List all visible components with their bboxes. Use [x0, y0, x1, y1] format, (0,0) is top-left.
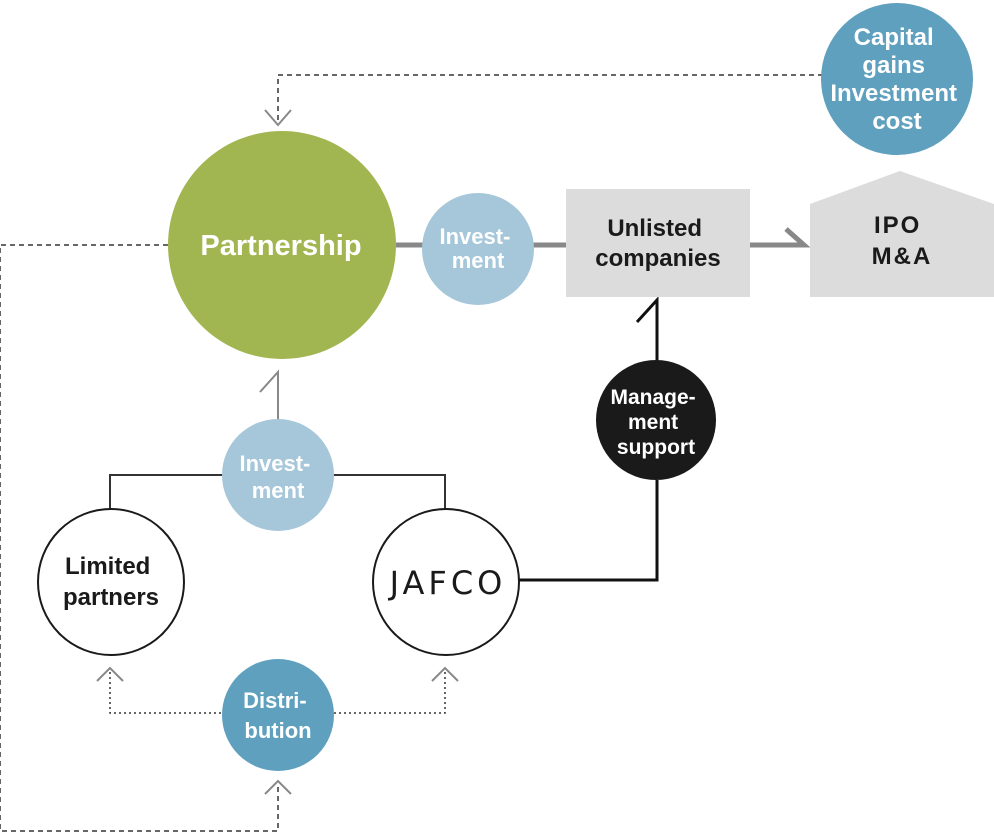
- lp-investment-arrow: [259, 369, 279, 420]
- investment-mid-node: Invest- ment: [222, 419, 334, 531]
- svg-text:Partnership: Partnership: [200, 230, 361, 262]
- partnership-node: Partnership: [168, 131, 396, 359]
- capital-return-connector: [264, 74, 823, 127]
- management-support-connector: [518, 296, 659, 582]
- svg-text:IPO M&A: IPO M&A: [872, 212, 933, 270]
- jafco-node: JAFCO: [372, 508, 520, 656]
- svg-text:Limited partners: Limited partners: [63, 553, 159, 611]
- exit-arrow: [748, 227, 811, 248]
- limited-partners-node: Limited partners: [37, 508, 185, 656]
- distribution-node: Distri- bution: [222, 659, 334, 771]
- management-support-node: Manage- ment support: [596, 360, 716, 480]
- svg-text:Manage- ment suppo: Manage- ment support: [610, 386, 701, 459]
- capital-gains-node: Capital gains Investment cost: [821, 3, 973, 155]
- svg-text:Distri- bution: Distri- bution: [243, 688, 313, 743]
- distribution-connector: [96, 666, 459, 714]
- svg-text:Capital gains Inve: Capital gains Investment cost: [830, 24, 963, 135]
- unlisted-companies-node: Unlisted companies: [566, 189, 750, 297]
- svg-text:Unlisted companies: Unlisted companies: [595, 215, 720, 272]
- svg-text:Invest- ment: Invest- ment: [239, 451, 316, 503]
- svg-text:Invest- ment: Invest- ment: [439, 224, 516, 273]
- distribution-return-connector: [0, 244, 292, 832]
- jafco-logo: JAFCO: [388, 564, 507, 602]
- ipo-ma-node: IPO M&A: [810, 171, 994, 297]
- investment-top-node: Invest- ment: [422, 193, 534, 305]
